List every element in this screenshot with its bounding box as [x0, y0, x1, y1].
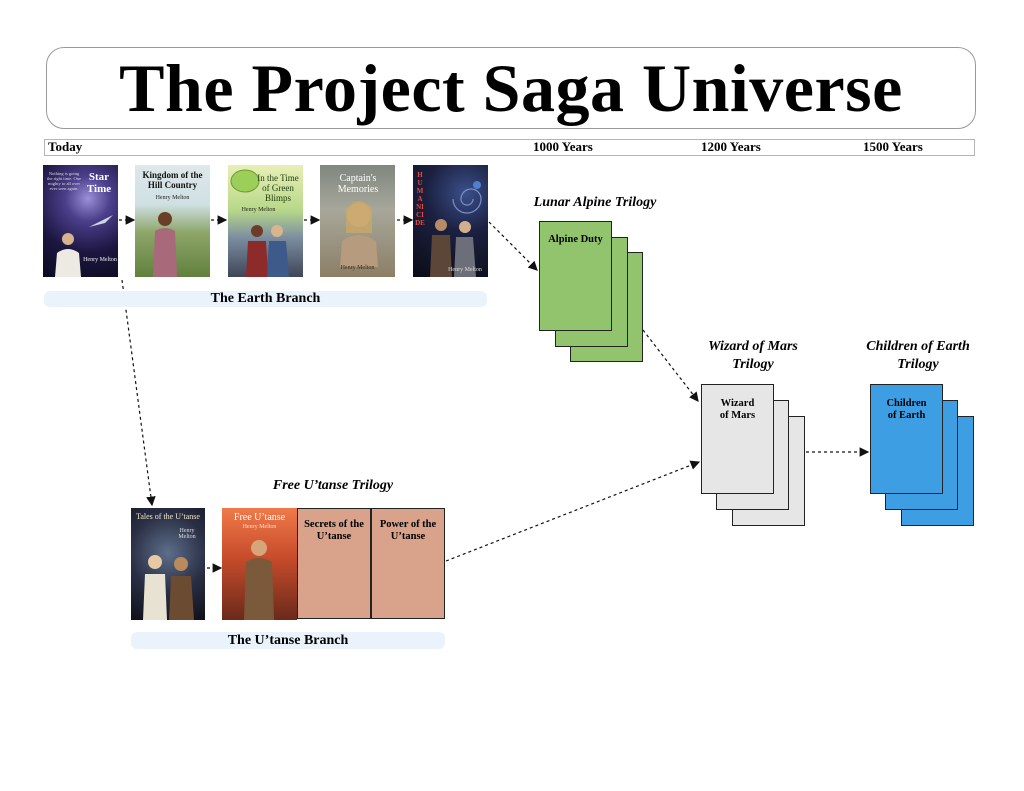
timeline-1000-years: 1000 Years: [533, 139, 593, 154]
children-trilogy-line1: Children of Earth: [866, 339, 970, 354]
free-utanse-title: Free U’tanse: [233, 512, 286, 523]
book-cover-free-utanse[interactable]: Free U’tanse Henry Melton: [222, 508, 297, 620]
utanse-branch-bar: The U’tanse Branch: [131, 632, 445, 649]
wizard-book-line2: of Mars: [719, 410, 756, 421]
book-cover-green-blimps[interactable]: In the Time of Green Blimps Henry Melton: [228, 165, 303, 277]
people-figures-icon: [246, 225, 289, 277]
tales-utanse-author: Henry Melton: [178, 528, 196, 540]
children-book-line1: Children: [886, 398, 927, 409]
kingdom-title: Kingdom of the Hill Country: [142, 170, 203, 190]
book-cover-tales-utanse[interactable]: Tales of the U’tanse Henry Melton: [131, 508, 205, 620]
green-blimps-title: In the Time of Green Blimps: [257, 173, 299, 203]
star-time-title: Star Time: [86, 171, 112, 195]
two-characters-icon: [143, 555, 194, 620]
timeline-1500-years: 1500 Years: [863, 139, 923, 154]
secrets-line1: Secrets of the: [304, 519, 364, 530]
captains-memories-title: Captain's Memories: [337, 173, 379, 195]
free-utanse-author: Henry Melton: [242, 524, 277, 530]
children-trilogy-line2: Trilogy: [897, 357, 939, 372]
secrets-of-the-utanse-book[interactable]: Secrets of the U’tanse: [297, 508, 371, 619]
timeline-bar: [44, 139, 975, 156]
wizard-of-mars-trilogy-title: Wizard of Mars Trilogy: [680, 338, 826, 374]
green-blimps-author: Henry Melton: [241, 207, 276, 213]
earth-branch-bar: The Earth Branch: [44, 291, 487, 307]
captains-memories-author: Henry Melton: [340, 265, 375, 271]
girl-figure-icon: [153, 212, 177, 277]
humanicide-title: HUMANICIDE: [415, 171, 425, 227]
power-line1: Power of the: [379, 519, 437, 530]
secrets-line2: U’tanse: [316, 531, 352, 542]
earth-branch-label: The Earth Branch: [210, 291, 321, 306]
utanse-branch-label: The U’tanse Branch: [227, 632, 349, 648]
soldier-figure-icon: [244, 540, 274, 620]
power-line2: U’tanse: [390, 531, 426, 542]
arrow-alpine-to-wizard: [642, 329, 699, 402]
book-cover-kingdom-hill-country[interactable]: Kingdom of the Hill Country Henry Melton: [135, 165, 210, 277]
arrow-humanicide-to-alpine: [488, 221, 538, 271]
wizard-trilogy-line1: Wizard of Mars: [708, 339, 798, 354]
children-of-earth-card[interactable]: Children of Earth: [870, 384, 943, 494]
book-cover-humanicide[interactable]: HUMANICIDE Henry Melton: [413, 165, 488, 277]
alpine-duty-label: Alpine Duty: [548, 234, 603, 245]
figure-silhouette-icon: [55, 233, 81, 277]
title-banner: The Project Saga Universe: [46, 47, 976, 129]
spiral-galaxy-icon: [452, 181, 482, 214]
arrow-power-to-wizard: [445, 460, 701, 562]
timeline-1200-years: 1200 Years: [701, 139, 761, 154]
power-of-the-utanse-book[interactable]: Power of the U’tanse: [371, 508, 445, 619]
spaceship-icon: [89, 215, 113, 227]
wizard-of-mars-card[interactable]: Wizard of Mars: [701, 384, 774, 494]
timeline-today: Today: [48, 139, 83, 154]
blimp-icon: [230, 169, 260, 193]
kingdom-author: Henry Melton: [155, 195, 190, 201]
children-book-line2: of Earth: [887, 410, 926, 421]
woman-portrait-icon: [340, 201, 378, 267]
alpine-duty-card[interactable]: Alpine Duty: [539, 221, 612, 331]
arrow-star-to-tales: [121, 279, 156, 507]
wizard-trilogy-line2: Trilogy: [732, 357, 774, 372]
wizard-book-line1: Wizard: [720, 398, 755, 409]
page-title: The Project Saga Universe: [119, 49, 903, 126]
star-time-tagline: Nothing is going the right time. One mig…: [47, 171, 81, 191]
book-cover-star-time[interactable]: Nothing is going the right time. One mig…: [43, 165, 118, 277]
free-utanse-trilogy-title: Free U’tanse Trilogy: [272, 478, 394, 493]
children-of-earth-trilogy-title: Children of Earth Trilogy: [850, 338, 986, 374]
star-time-author: Henry Melton: [83, 257, 117, 263]
tales-utanse-title: Tales of the U’tanse: [136, 512, 200, 521]
lunar-alpine-trilogy-title: Lunar Alpine Trilogy: [533, 195, 657, 210]
two-figures-icon: [430, 219, 476, 277]
book-cover-captains-memories[interactable]: Captain's Memories Henry Melton: [320, 165, 395, 277]
humanicide-author: Henry Melton: [448, 267, 482, 273]
